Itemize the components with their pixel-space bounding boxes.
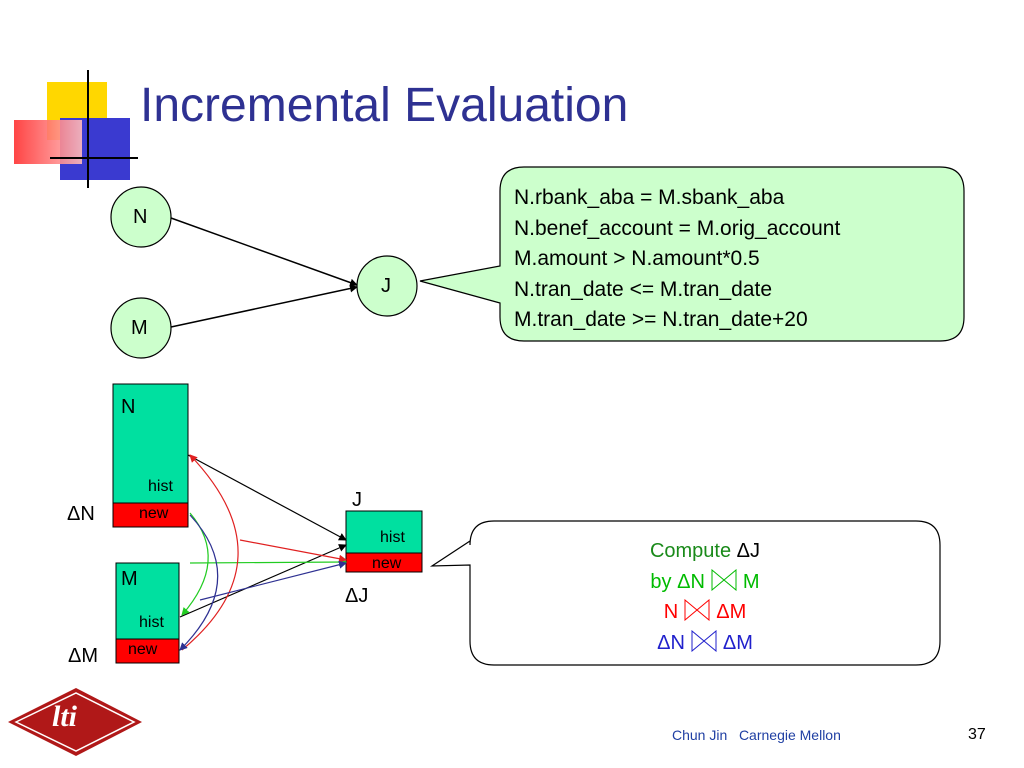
table-m-new-label: new bbox=[128, 641, 158, 658]
condition-line: N.rbank_aba = M.sbank_aba bbox=[514, 186, 785, 209]
join-icon bbox=[684, 599, 710, 621]
table-n-new-label: new bbox=[139, 505, 169, 522]
condition-line: M.amount > N.amount*0.5 bbox=[514, 247, 760, 270]
compute-line-3: N ΔM bbox=[470, 597, 940, 628]
compute-line-4: ΔN ΔM bbox=[470, 628, 940, 659]
compute-line-4-prefix: ΔN bbox=[657, 631, 685, 654]
compute-line-2: by ΔN M bbox=[470, 567, 940, 598]
compute-prefix: Compute bbox=[649, 540, 732, 562]
table-m-new bbox=[115, 638, 180, 664]
arrow-m-to-j bbox=[179, 544, 347, 618]
footer: Chun Jin Carnegie Mellon bbox=[672, 727, 841, 743]
join-icon bbox=[711, 568, 737, 591]
compute-target: ΔJ bbox=[736, 540, 761, 562]
node-n bbox=[110, 186, 172, 248]
compute-description: Compute ΔJ by ΔN M N ΔM ΔN ΔM bbox=[470, 536, 940, 658]
table-j-new-label: new bbox=[372, 555, 402, 572]
condition-line: N.tran_date <= M.tran_date bbox=[514, 277, 772, 301]
table-j-name: J bbox=[352, 489, 362, 511]
table-n-hist-label: hist bbox=[148, 478, 173, 495]
arrow-n-to-j bbox=[187, 454, 347, 541]
delta-j-label: ΔJ bbox=[345, 585, 369, 607]
footer-org: Carnegie Mellon bbox=[738, 727, 841, 743]
delta-n-label: ΔN bbox=[67, 503, 95, 525]
arrow-red-dm-to-n bbox=[181, 454, 239, 651]
node-j bbox=[356, 255, 418, 317]
conditions-callout bbox=[419, 166, 965, 342]
title-decoration bbox=[14, 70, 138, 188]
table-n-new bbox=[112, 502, 189, 528]
node-m-label: M bbox=[131, 317, 148, 339]
footer-author: Chun Jin bbox=[672, 727, 728, 743]
table-n-name: N bbox=[121, 396, 136, 418]
table-j-hist-label: hist bbox=[380, 529, 405, 546]
compute-line-4-suffix: ΔM bbox=[722, 631, 753, 654]
table-n-hist bbox=[112, 383, 189, 504]
arrow-green-dn-to-m bbox=[181, 512, 209, 616]
compute-line-3-suffix: ΔM bbox=[716, 601, 747, 623]
page-number: 37 bbox=[968, 726, 986, 743]
compute-line-2-prefix: by ΔN bbox=[650, 570, 705, 593]
lti-logo bbox=[8, 688, 142, 756]
node-j-label: J bbox=[381, 275, 391, 297]
node-n-label: N bbox=[133, 206, 148, 228]
table-m-hist bbox=[115, 562, 180, 640]
edge-n-to-j bbox=[170, 217, 358, 287]
compute-callout bbox=[429, 520, 941, 666]
compute-line-3-prefix: N bbox=[663, 601, 679, 623]
compute-line-1: Compute ΔJ bbox=[470, 536, 940, 567]
condition-line: M.tran_date >= N.tran_date+20 bbox=[514, 308, 808, 331]
compute-line-2-suffix: M bbox=[742, 570, 760, 593]
table-j-hist bbox=[345, 510, 423, 554]
table-m-hist-label: hist bbox=[139, 614, 164, 631]
condition-line: N.benef_account = M.orig_account bbox=[514, 216, 841, 240]
arrow-blue-dn-to-dm bbox=[179, 514, 219, 651]
delta-m-label: ΔM bbox=[68, 645, 99, 667]
join-icon bbox=[691, 629, 717, 652]
arrow-red-to-j-new bbox=[239, 539, 347, 563]
edge-m-to-j bbox=[170, 284, 358, 328]
lti-logo-mark: lti bbox=[52, 700, 78, 733]
conditions-list: N.rbank_aba = M.sbank_aba N.benef_accoun… bbox=[514, 183, 840, 336]
decoration-red-square bbox=[14, 120, 82, 164]
node-m bbox=[110, 297, 172, 359]
arrow-green-to-j-new bbox=[189, 558, 347, 567]
arrow-blue-to-j-new bbox=[199, 560, 347, 601]
table-m-name: M bbox=[121, 568, 138, 590]
page-title: Incremental Evaluation bbox=[140, 79, 629, 132]
